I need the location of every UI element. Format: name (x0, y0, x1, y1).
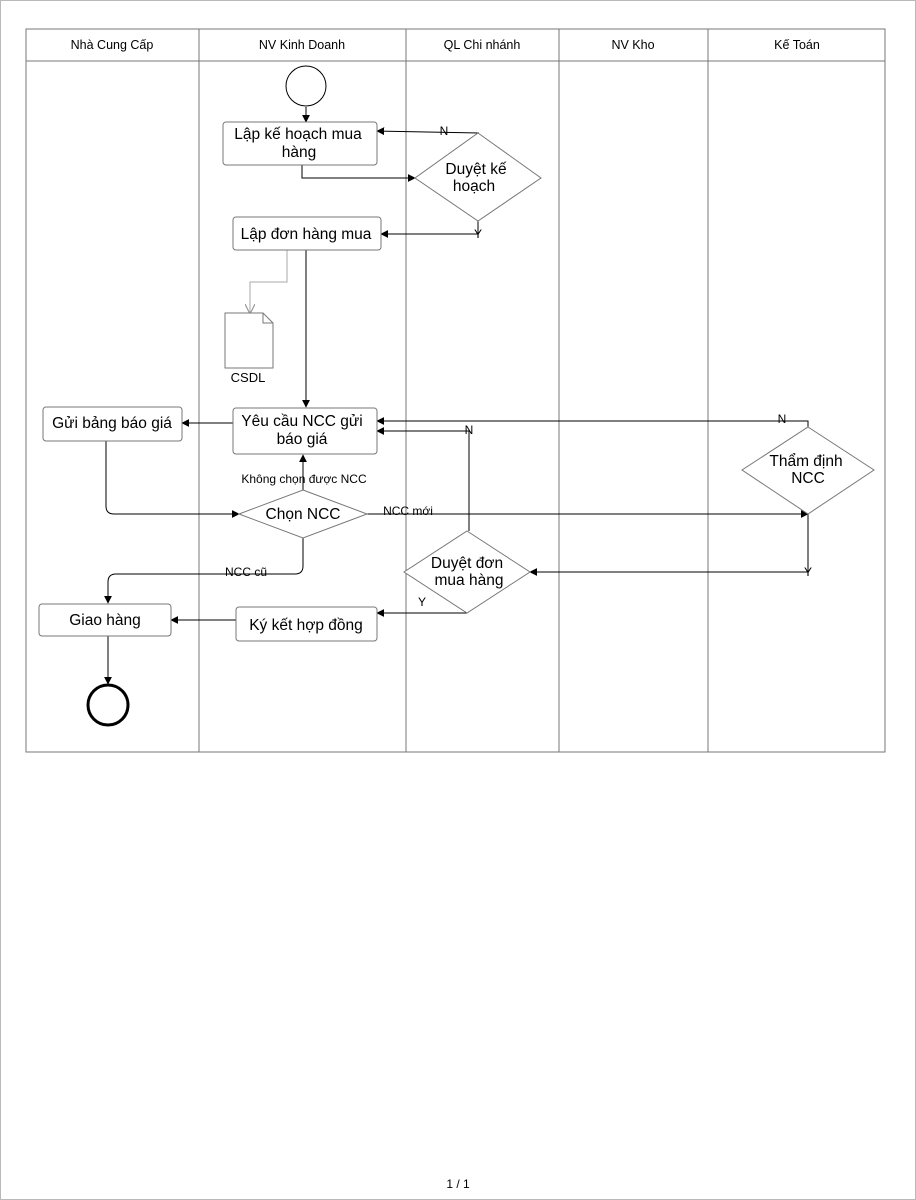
label-ncc-cu: NCC cũ (225, 565, 267, 579)
node-chon-ncc (237, 489, 369, 539)
swimlane-grid (25, 28, 886, 753)
node-lap-don-hang (232, 216, 382, 251)
node-yeu-cau-ncc-line2: báo giá (277, 431, 328, 448)
edge-approve-yes-to-order (380, 220, 479, 238)
node-giao-hang-label: Giao hàng (69, 612, 141, 629)
node-duyet-don-line2: mua hàng (435, 572, 504, 589)
node-yeu-cau-ncc-line1: Yêu cầu NCC gửi (241, 413, 363, 430)
node-ky-ket-label: Ký kết hợp đồng (249, 617, 363, 634)
connectors (104, 107, 809, 685)
node-lap-ke-hoach (222, 121, 378, 166)
label-n-plan: N (440, 124, 449, 138)
label-y-appraise: Y (804, 565, 812, 579)
node-duyet-don-line1: Duyệt đơn (431, 555, 503, 572)
label-y-plan: Y (474, 227, 482, 241)
label-khong-chon-ncc: Không chọn được NCC (241, 472, 367, 486)
label-n-appraise: N (778, 412, 787, 426)
node-giao-hang (38, 603, 172, 637)
end-node (86, 683, 130, 727)
edge-appraise-no-to-request (376, 417, 809, 427)
node-lap-ke-hoach-line1: Lập kế hoạch mua (234, 126, 362, 143)
node-tham-dinh-ncc (741, 426, 875, 515)
node-chon-ncc-label: Chọn NCC (266, 506, 341, 523)
label-ncc-moi: NCC mới (383, 504, 433, 518)
lane-title-ql-chi-nhanh: QL Chi nhánh (444, 38, 521, 52)
node-gui-bang-bao-gia-label: Gửi bảng báo giá (52, 415, 172, 432)
edge-approve-order-no-to-request (376, 427, 470, 531)
node-tham-dinh-ncc-line2: NCC (791, 470, 825, 487)
node-duyet-ke-hoach-line1: Duyệt kế (445, 161, 507, 178)
edge-plan-to-approve (301, 165, 416, 182)
edge-quote-to-select (105, 441, 240, 518)
node-duyet-ke-hoach (414, 132, 542, 222)
node-gui-bang-bao-gia (42, 406, 183, 442)
node-duyet-don (403, 530, 531, 614)
page-number: 1 / 1 (446, 1177, 470, 1191)
edge-order-to-database (250, 250, 288, 313)
edge-select-old-to-delivery (104, 538, 304, 604)
document-fold (262, 313, 273, 324)
edge-appraise-yes-to-approve-order (529, 514, 809, 576)
document-icon (224, 312, 274, 369)
node-csdl-label: CSDL (231, 370, 266, 385)
start-node (285, 65, 327, 107)
lane-title-ke-toan: Kế Toán (774, 38, 820, 52)
lane-title-nha-cung-cap: Nhà Cung Cấp (71, 38, 154, 52)
edge-approve-no-to-plan (376, 127, 480, 136)
lane-title-nv-kho: NV Kho (611, 38, 654, 52)
label-y-approve-order: Y (418, 595, 426, 609)
node-lap-ke-hoach-line2: hàng (282, 144, 316, 161)
node-duyet-ke-hoach-line2: hoạch (453, 178, 495, 195)
node-lap-don-hang-label: Lập đơn hàng mua (241, 226, 372, 243)
label-n-approve-order: N (465, 423, 474, 437)
node-ky-ket (235, 606, 378, 642)
lane-title-nv-kinh-doanh: NV Kinh Doanh (259, 38, 345, 52)
node-tham-dinh-ncc-line1: Thẩm định (769, 453, 842, 470)
node-yeu-cau-ncc (232, 407, 378, 455)
